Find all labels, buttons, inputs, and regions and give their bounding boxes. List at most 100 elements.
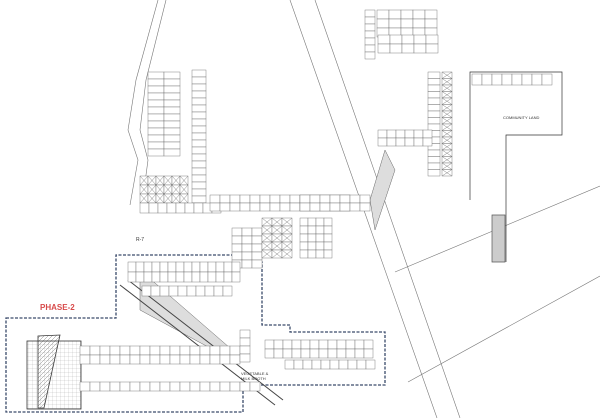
plot xyxy=(147,85,165,94)
plot xyxy=(191,118,207,127)
plot xyxy=(163,120,181,129)
plot xyxy=(239,202,251,212)
plot xyxy=(191,69,207,78)
plot xyxy=(157,202,168,214)
plot-cross xyxy=(155,184,165,195)
plot xyxy=(481,73,493,86)
plot xyxy=(427,78,441,86)
plot xyxy=(427,169,441,177)
plot-cross xyxy=(441,162,453,170)
plot xyxy=(389,43,403,54)
plot xyxy=(169,354,181,365)
plot xyxy=(531,73,543,86)
plot xyxy=(315,217,325,227)
plot xyxy=(166,202,177,214)
plot xyxy=(401,43,415,54)
plot xyxy=(191,132,207,141)
plot xyxy=(299,233,309,243)
plot-cross xyxy=(147,193,157,204)
plot xyxy=(427,91,441,99)
plot xyxy=(315,233,325,243)
plot-cross xyxy=(271,225,283,235)
plot xyxy=(404,137,415,147)
plot xyxy=(422,129,433,139)
plot xyxy=(427,110,441,118)
plot xyxy=(159,381,171,392)
plot xyxy=(354,348,365,359)
plot-cross xyxy=(281,225,293,235)
plot xyxy=(147,148,165,157)
plot xyxy=(424,9,438,20)
plot xyxy=(251,259,263,269)
plot xyxy=(401,34,415,45)
plot xyxy=(239,381,251,392)
plot xyxy=(259,194,271,204)
plot xyxy=(279,194,291,204)
plot xyxy=(199,261,209,273)
plot xyxy=(307,249,317,259)
plot-cross xyxy=(441,91,453,99)
open-space-shaded xyxy=(369,149,396,231)
plot xyxy=(427,123,441,131)
plot xyxy=(327,339,338,350)
plot xyxy=(191,261,201,273)
plot xyxy=(425,43,439,54)
plot xyxy=(159,354,171,365)
plot xyxy=(282,339,293,350)
plot-cross xyxy=(441,97,453,105)
plot xyxy=(99,381,111,392)
plot-cross xyxy=(147,184,157,195)
plot xyxy=(323,249,333,259)
plot xyxy=(222,285,233,297)
plot-cross xyxy=(261,225,273,235)
plot xyxy=(239,329,251,339)
plot xyxy=(175,202,186,214)
plot xyxy=(427,162,441,170)
plot xyxy=(89,345,101,356)
plot xyxy=(338,359,349,370)
plot-cross xyxy=(163,175,173,186)
plot xyxy=(143,261,153,273)
plot xyxy=(143,271,153,283)
plot xyxy=(289,202,301,212)
plot xyxy=(273,339,284,350)
plot xyxy=(183,271,193,283)
side-road-edge xyxy=(127,0,159,206)
plot xyxy=(289,194,301,204)
plot xyxy=(219,381,231,392)
plot xyxy=(109,381,121,392)
plot xyxy=(315,241,325,251)
plot-cross xyxy=(147,175,157,186)
plot xyxy=(231,243,243,253)
plot xyxy=(400,18,414,29)
plot xyxy=(336,339,347,350)
plot xyxy=(199,354,211,365)
plot xyxy=(413,43,427,54)
plot xyxy=(147,92,165,101)
plot xyxy=(364,44,376,53)
plot-cross xyxy=(281,233,293,243)
plot xyxy=(323,233,333,243)
plot xyxy=(323,217,333,227)
plot xyxy=(264,339,275,350)
plot xyxy=(291,348,302,359)
plot xyxy=(147,78,165,87)
plot xyxy=(239,337,251,347)
plot xyxy=(219,202,231,212)
plot xyxy=(191,160,207,169)
plot xyxy=(183,261,193,273)
plot xyxy=(189,354,201,365)
plot xyxy=(349,202,361,212)
plot xyxy=(163,127,181,136)
plot xyxy=(413,34,427,45)
plot xyxy=(209,354,221,365)
plot-cross xyxy=(179,184,189,195)
plot xyxy=(231,227,243,237)
plot xyxy=(501,73,513,86)
plot xyxy=(291,339,302,350)
plot xyxy=(231,235,243,245)
plot-cross xyxy=(139,175,149,186)
plot xyxy=(191,111,207,120)
plot xyxy=(89,381,101,392)
